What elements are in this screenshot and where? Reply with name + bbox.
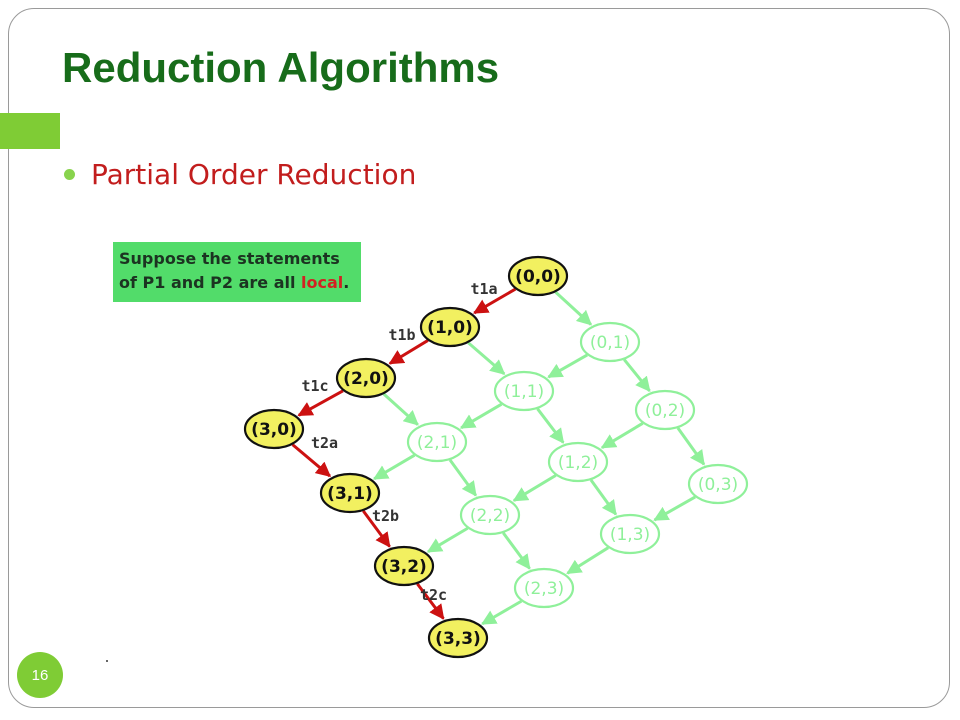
note-line-2-prefix: of P1 and P2 are all xyxy=(119,273,302,292)
state-node-shape xyxy=(493,370,555,412)
state-node-label: (2,2) xyxy=(470,506,510,526)
state-node-shape xyxy=(319,472,381,514)
state-node-shape xyxy=(513,567,575,609)
state-node-n11: (1,1) xyxy=(493,370,555,412)
assumption-note: Suppose the statements of P1 and P2 are … xyxy=(113,242,361,302)
state-node-shape xyxy=(373,545,435,587)
edge-n12-n22 xyxy=(512,474,557,502)
edge-n12-n13 xyxy=(589,479,618,516)
slide-number-badge: 16 xyxy=(17,652,63,698)
state-node-shape xyxy=(419,306,481,348)
edge-n00-n01 xyxy=(554,291,593,326)
state-node-label: (3,1) xyxy=(327,484,373,504)
slide-frame xyxy=(8,8,950,708)
state-node-label: (3,2) xyxy=(381,557,427,577)
edge-n21-n22 xyxy=(448,459,477,497)
edge-n00-n10 xyxy=(473,287,517,315)
edge-n31-n32 xyxy=(362,510,391,548)
edge-n01-n11 xyxy=(547,353,588,379)
state-node-shape xyxy=(547,441,609,483)
state-node-label: (0,0) xyxy=(515,267,561,287)
state-node-shape xyxy=(507,255,569,297)
edge-label-t1b: t1b xyxy=(388,326,415,344)
state-node-n21: (2,1) xyxy=(406,421,468,463)
state-node-label: (0,3) xyxy=(698,475,738,495)
state-node-label: (0,1) xyxy=(590,333,630,353)
state-node-label: (1,3) xyxy=(610,525,650,545)
edge-n11-n21 xyxy=(459,402,503,430)
state-node-n23: (2,3) xyxy=(513,567,575,609)
state-node-shape xyxy=(599,513,661,555)
edge-n21-n31 xyxy=(372,453,416,481)
edge-label-t2b: t2b xyxy=(372,507,399,525)
state-node-shape xyxy=(243,408,305,450)
state-node-shape xyxy=(687,463,749,505)
state-node-label: (1,0) xyxy=(427,318,473,338)
note-line-1: Suppose the statements xyxy=(119,249,340,268)
state-node-n10: (1,0) xyxy=(419,306,481,348)
edges-layer xyxy=(291,287,706,626)
edge-n20-n30 xyxy=(297,389,344,417)
state-node-n03: (0,3) xyxy=(687,463,749,505)
slide-title: Reduction Algorithms xyxy=(62,44,500,91)
edge-n02-n03 xyxy=(676,427,706,466)
state-node-n31: (3,1) xyxy=(319,472,381,514)
edge-n22-n23 xyxy=(502,532,531,570)
state-node-label: (1,1) xyxy=(504,382,544,402)
state-node-n02: (0,2) xyxy=(634,389,696,431)
edge-n10-n11 xyxy=(467,341,506,376)
state-node-n00: (0,0) xyxy=(507,255,569,297)
state-node-label: (2,3) xyxy=(524,579,564,599)
edge-n23-n33 xyxy=(480,599,523,626)
edge-label-t1a: t1a xyxy=(470,280,497,298)
edge-n03-n13 xyxy=(653,495,696,522)
edge-n22-n32 xyxy=(426,526,469,554)
state-node-label: (1,2) xyxy=(558,453,598,473)
state-node-n30: (3,0) xyxy=(243,408,305,450)
state-node-label: (2,0) xyxy=(343,369,389,389)
state-node-n33: (3,3) xyxy=(427,617,489,659)
edge-n20-n21 xyxy=(382,392,419,426)
state-node-label: (3,0) xyxy=(251,420,297,440)
edge-labels-layer: t1a t1b t1c t2a t2b t2c xyxy=(301,280,497,604)
state-node-n12: (1,2) xyxy=(547,441,609,483)
state-node-label: (3,3) xyxy=(435,629,481,649)
nodes-layer: (0,0) (0,1) (0,2) (0,3) (1,0) (1,1) (1,2) (1,3)… xyxy=(243,255,749,659)
state-node-n20: (2,0) xyxy=(335,357,397,399)
edge-n32-n33 xyxy=(416,582,445,620)
bullet-item: Partial Order Reduction xyxy=(64,158,416,191)
edge-n11-n12 xyxy=(536,407,565,444)
state-node-n01: (0,1) xyxy=(579,321,641,363)
note-highlight-word: local xyxy=(301,273,344,292)
stray-dot xyxy=(106,660,108,662)
edge-label-t2c: t2c xyxy=(420,586,447,604)
note-line-2: of P1 and P2 are all local. xyxy=(119,271,355,295)
edge-label-t2a: t2a xyxy=(311,434,338,452)
state-node-n13: (1,3) xyxy=(599,513,661,555)
state-node-shape xyxy=(634,389,696,431)
state-node-shape xyxy=(335,357,397,399)
state-node-n22: (2,2) xyxy=(459,494,521,536)
state-node-shape xyxy=(459,494,521,536)
state-node-n32: (3,2) xyxy=(373,545,435,587)
edge-n02-n12 xyxy=(600,422,644,449)
edge-label-t1c: t1c xyxy=(301,377,328,395)
edge-n10-n20 xyxy=(388,339,429,365)
state-node-shape xyxy=(579,321,641,363)
state-node-shape xyxy=(406,421,468,463)
edge-n30-n31 xyxy=(291,443,332,478)
note-line-2-suffix: . xyxy=(343,273,350,292)
state-node-label: (0,2) xyxy=(645,401,685,421)
bullet-dot-icon xyxy=(64,169,75,180)
state-node-label: (2,1) xyxy=(417,433,457,453)
title-accent-bar xyxy=(0,113,60,149)
bullet-text: Partial Order Reduction xyxy=(91,158,417,191)
state-node-shape xyxy=(427,617,489,659)
edge-n13-n23 xyxy=(566,546,610,575)
edge-n01-n02 xyxy=(623,358,651,393)
